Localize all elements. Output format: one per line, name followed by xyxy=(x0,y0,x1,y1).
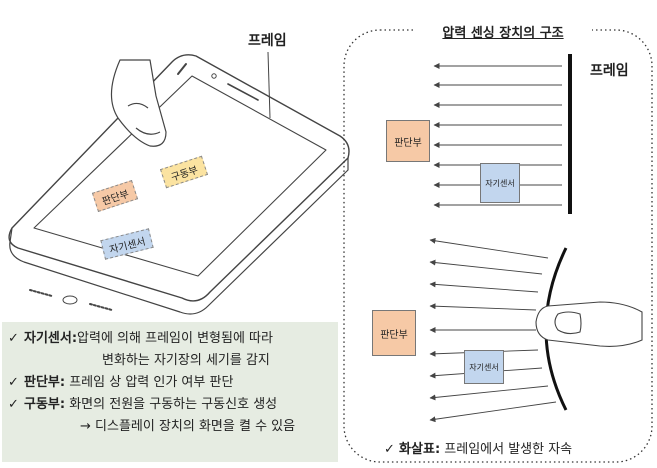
structure-title: 압력 센싱 장치의 구조 xyxy=(414,22,592,41)
structure-panel-border xyxy=(343,29,653,463)
check-mark: ✓ xyxy=(384,442,395,457)
phone-illustration xyxy=(8,54,350,315)
frame-pointer xyxy=(267,51,271,119)
arrow-legend-sep: : xyxy=(434,442,441,457)
check-mark: ✓ xyxy=(8,375,19,390)
phone-home-button xyxy=(62,295,78,305)
legend-sep: : xyxy=(71,331,78,346)
structure-bottom-judge: 판단부 xyxy=(372,310,416,356)
flux-arrow xyxy=(429,385,549,401)
phone-frame-label: 프레임 xyxy=(248,33,287,49)
phone-speaker xyxy=(29,289,53,297)
legend-row-drive-cont: → 디스플레이 장치의 화면을 켤 수 있음 xyxy=(8,416,332,438)
legend-desc: 프레임 상 압력 인가 여부 판단 xyxy=(65,375,234,390)
phone-camera xyxy=(211,73,217,79)
flux-arrow xyxy=(429,401,557,423)
legend-sep: : xyxy=(59,375,66,390)
legend-row-sensor: ✓ 자기센서:압력에 의해 프레임이 변형됨에 따라 xyxy=(8,328,332,350)
legend-row-sensor-cont: 변화하는 자기장의 세기를 감지 xyxy=(8,350,332,372)
phone-screen xyxy=(33,75,327,277)
legend-term: 자기센서 xyxy=(24,331,72,346)
phone-side-button xyxy=(177,63,187,75)
legend-row-judge: ✓ 판단부: 프레임 상 압력 인가 여부 판단 xyxy=(8,372,332,394)
arrow-legend-desc: 프레임에서 발생한 자속 xyxy=(440,442,573,457)
flux-arrow xyxy=(429,237,549,259)
legend-desc: 압력에 의해 프레임이 변형됨에 따라 xyxy=(77,331,273,346)
legend-desc: 화면의 전원을 구동하는 구동신호 생성 xyxy=(65,397,278,412)
legend-sep: : xyxy=(59,397,66,412)
check-mark: ✓ xyxy=(8,331,19,346)
legend-box: ✓자기센서:압력에 의해 프레임이 변형됨에 따라 변화하는 자기장의 세기를 … xyxy=(2,322,338,462)
phone-speaker-right xyxy=(89,303,113,311)
finger-press-illustration xyxy=(535,301,643,347)
legend-term: 판단부 xyxy=(24,375,60,390)
legend-desc: → 디스플레이 장치의 화면을 켤 수 있음 xyxy=(80,419,296,434)
arrow-legend: ✓ 화살표: 프레임에서 발생한 자속 xyxy=(384,438,572,457)
structure-top-judge: 판단부 xyxy=(386,120,430,162)
legend-row-drive: ✓ 구동부: 화면의 전원을 구동하는 구동신호 생성 xyxy=(8,394,332,416)
check-mark: ✓ xyxy=(8,397,19,412)
flux-arrow xyxy=(429,303,537,311)
arrow-legend-term: 화살표 xyxy=(399,442,435,457)
phone-earpiece xyxy=(227,83,259,101)
flux-arrow xyxy=(429,259,543,275)
structure-bottom-sensor: 자기센서 xyxy=(464,350,504,384)
legend-desc: 변화하는 자기장의 세기를 감지 xyxy=(102,353,270,368)
structure-top-sensor: 자기센서 xyxy=(480,163,520,203)
structure-frame-label: 프레임 xyxy=(590,63,629,79)
phone-edge xyxy=(9,157,349,315)
legend-term: 구동부 xyxy=(24,397,60,412)
phone-body xyxy=(8,54,350,302)
flux-arrow xyxy=(429,281,539,293)
finger-illustration xyxy=(110,59,167,147)
